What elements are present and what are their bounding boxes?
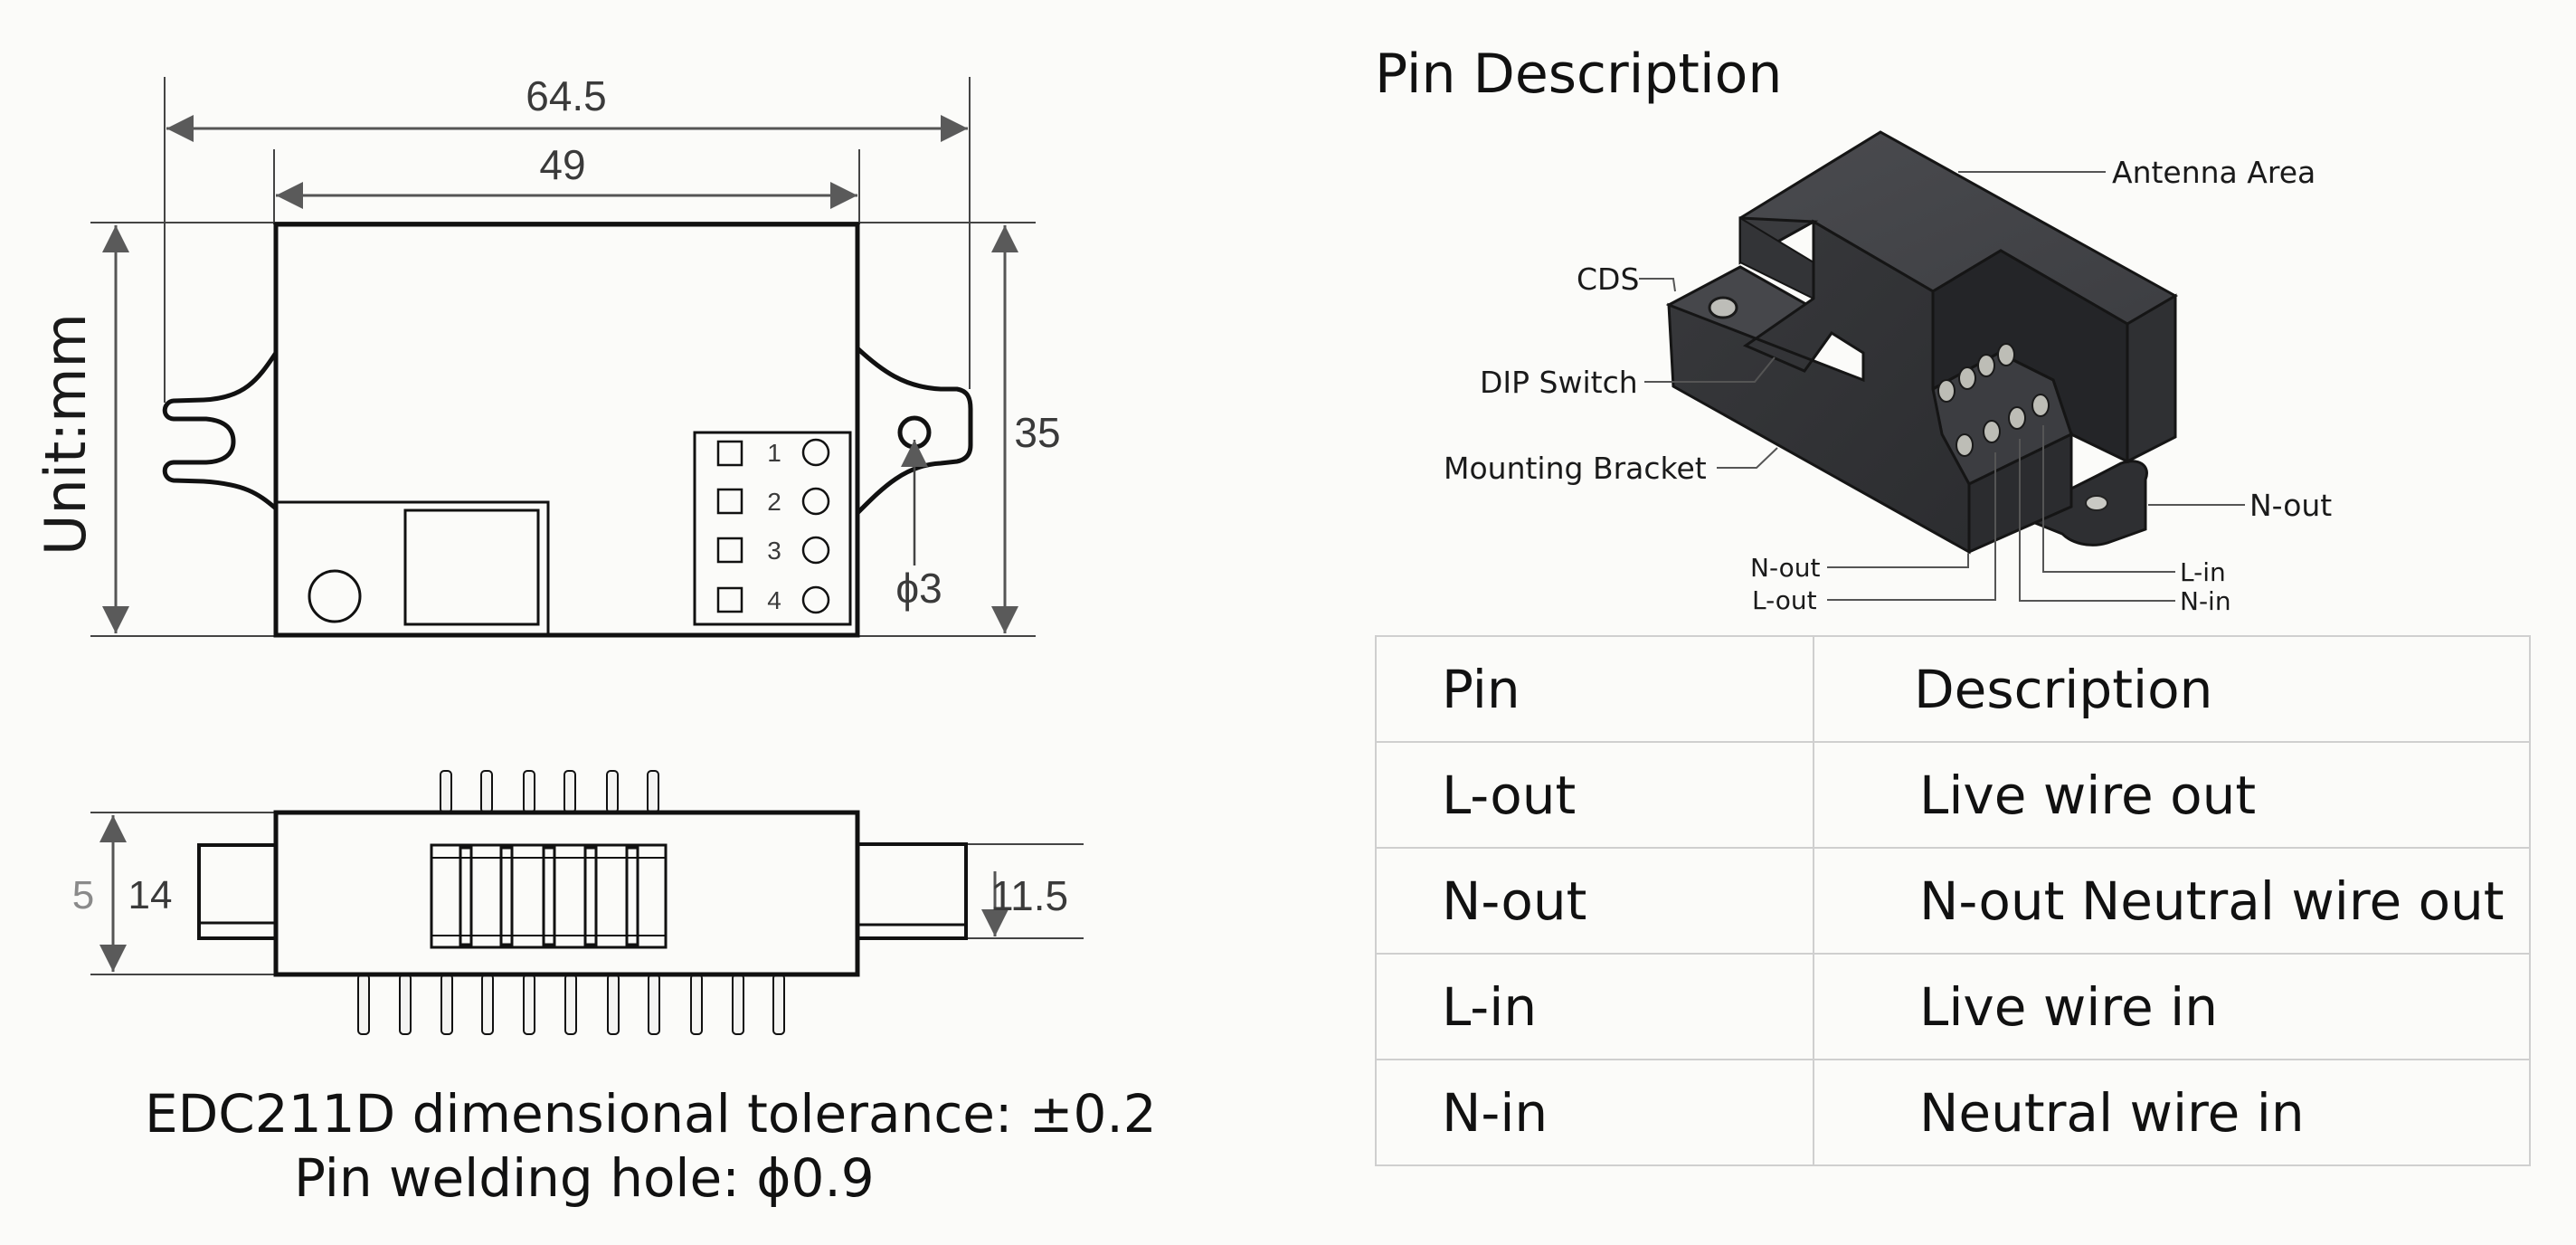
right-mounting-tab	[856, 347, 973, 515]
device-3d-illustration	[1665, 130, 2179, 555]
table-row: L-out Live wire out	[1375, 741, 2531, 849]
header-pin: Pin	[1375, 635, 1814, 743]
description-cell: Neutral wire in	[1813, 1059, 2531, 1166]
svg-text:3: 3	[767, 537, 781, 565]
dip-circles	[801, 438, 830, 614]
pin-description-title: Pin Description	[1375, 43, 1782, 106]
hole-diameter-label: ϕ3	[895, 565, 942, 612]
height-label: 35	[1014, 409, 1060, 456]
side-view-drawing	[90, 770, 1084, 1035]
description-cell: Live wire in	[1813, 953, 2531, 1060]
overall-width-label: 64.5	[526, 72, 607, 119]
side-small-label: 5	[72, 873, 94, 917]
dip-squares	[716, 440, 743, 613]
side-body-outline	[273, 810, 860, 977]
pin-cell: N-out	[1375, 847, 1814, 955]
callout-cds: CDS	[1577, 261, 1639, 297]
top-view-drawing	[90, 77, 1036, 638]
pin-cell: N-in	[1375, 1059, 1814, 1166]
side-height-label: 14	[128, 873, 173, 917]
svg-text:4: 4	[767, 586, 781, 614]
bottom-pins	[357, 974, 785, 1035]
svg-text:2: 2	[767, 488, 781, 516]
callout-antenna-area: Antenna Area	[2112, 155, 2316, 190]
terminal-screws	[1937, 343, 2050, 457]
pin-description-table: Pin Description L-out Live wire out N-ou…	[1375, 635, 2531, 1166]
table-header-row: Pin Description	[1375, 635, 2531, 743]
table-row: N-out N-out Neutral wire out	[1375, 847, 2531, 955]
dip-switch-block	[693, 431, 852, 626]
callout-n-out: N-out	[1750, 553, 1820, 583]
dip-position-numbers: 1 2 3 4	[767, 439, 781, 614]
left-side-block	[197, 843, 278, 940]
callout-labels: Antenna Area CDS DIP Switch Mounting Bra…	[1444, 155, 2332, 616]
callout-dip-switch: DIP Switch	[1480, 365, 1638, 400]
left-mounting-tab	[162, 351, 279, 510]
callout-n-in: N-in	[2180, 586, 2231, 616]
table-row: N-in Neutral wire in	[1375, 1059, 2531, 1166]
callout-mounting-bracket: Mounting Bracket	[1444, 451, 1707, 486]
svg-text:1: 1	[767, 439, 781, 467]
description-cell: Live wire out	[1813, 741, 2531, 849]
side-right-height-label: 11.5	[990, 872, 1068, 919]
terminal-window	[430, 843, 668, 949]
header-description: Description	[1813, 635, 2531, 743]
callout-leaders	[1639, 171, 2245, 602]
side-extension-lines	[90, 812, 1084, 975]
top-pins	[440, 770, 659, 813]
module-body-outline	[273, 222, 860, 638]
callout-n-out-right: N-out	[2249, 488, 2332, 523]
pin-hole-note: Pin welding hole: ϕ0.9	[294, 1147, 875, 1209]
pin-cell: L-in	[1375, 953, 1814, 1060]
description-cell: N-out Neutral wire out	[1813, 847, 2531, 955]
pin-cell: L-out	[1375, 741, 1814, 849]
tolerance-note: EDC211D dimensional tolerance: ±0.2	[145, 1083, 1157, 1145]
body-width-label: 49	[539, 141, 585, 188]
relay-square	[403, 508, 540, 626]
callout-l-in: L-in	[2180, 557, 2226, 587]
table-row: L-in Live wire in	[1375, 953, 2531, 1060]
unit-label: Unit:mm	[33, 313, 99, 556]
cds-window-circle	[308, 569, 362, 623]
sensor-panel	[274, 500, 550, 637]
callout-l-out: L-out	[1752, 585, 1817, 615]
right-side-block	[856, 842, 968, 940]
